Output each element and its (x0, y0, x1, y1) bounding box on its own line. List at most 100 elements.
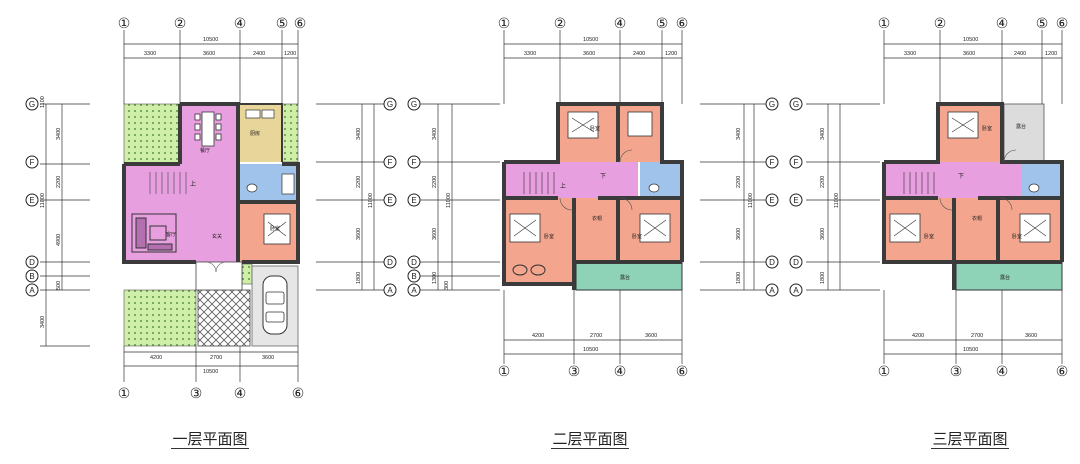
terrace-label: 露台 (1000, 274, 1010, 281)
axis-letter: A (411, 286, 417, 295)
dim-text: 2700 (590, 333, 602, 339)
closet (956, 198, 998, 262)
closet-label: 衣帽 (972, 215, 982, 222)
garden-area (123, 103, 181, 165)
stove-icon (245, 109, 261, 119)
dim-text: 3300 (904, 51, 916, 57)
kitchen-label: 厨房 (250, 130, 260, 137)
living-room-label: 客厅 (166, 231, 176, 238)
dim-text: 500 (56, 281, 62, 290)
stair-label: 下 (600, 173, 606, 180)
axis-number: ⑥ (292, 385, 305, 401)
garden-area (123, 289, 197, 347)
dim-text: 3400 (40, 316, 46, 328)
axis-letters: G F E D B A G F E D A G F E D B A G F E … (29, 100, 799, 295)
dim-text: 1200 (284, 51, 296, 57)
axis-letter: F (30, 158, 35, 167)
toilet-icon (648, 183, 660, 193)
axis-number: ⑤ (276, 15, 289, 31)
dim-text: 2200 (56, 176, 62, 188)
dim-text: 2400 (1014, 51, 1026, 57)
shared-axis-lines (316, 103, 500, 291)
axis-letter: D (769, 258, 775, 267)
floor-2-dimensions (503, 30, 683, 364)
door-icon (559, 149, 633, 211)
axis-number: ① (498, 363, 511, 379)
axis-number: ④ (614, 363, 627, 379)
garden-area (241, 263, 253, 285)
dim-text: 1800 (820, 272, 826, 284)
dim-text: 3300 (144, 51, 156, 57)
stair-label: 下 (958, 173, 964, 180)
paved-entrance (197, 289, 251, 347)
terrace (956, 262, 1062, 290)
bed-icon (567, 111, 599, 139)
dim-text: 11000 (40, 193, 46, 208)
floor-2-dim-text: 10500 3300 3600 2400 1200 4200 2700 3600… (524, 37, 677, 353)
dim-text: 3400 (56, 128, 62, 140)
floor-2-caption: 二层平面图 (552, 432, 628, 448)
axis-number: ③ (190, 385, 203, 401)
axis-number: ③ (568, 363, 581, 379)
dim-text: 11000 (446, 193, 452, 208)
toilet-icon (1028, 183, 1040, 193)
dim-text: 3600 (262, 355, 274, 361)
axis-number: ④ (614, 15, 627, 31)
desk-icon (627, 111, 653, 137)
car-icon (262, 275, 288, 335)
walls (122, 102, 300, 264)
axis-number: ④ (996, 363, 1009, 379)
dim-text: 3600 (432, 228, 438, 240)
axis-letter: D (793, 258, 799, 267)
dim-total: 10500 (583, 37, 598, 43)
axis-number: ④ (234, 385, 247, 401)
axis-letter: G (769, 100, 775, 109)
axis-letter: D (411, 258, 417, 267)
floor-1-plan: 上 客厅 玄关 餐厅 厨房 卧室 (122, 102, 300, 347)
axis-letter: B (29, 272, 34, 281)
dim-text: 2700 (210, 355, 222, 361)
axis-letter: E (769, 196, 774, 205)
floor-3-dim-text: 10500 3300 3600 2400 1200 4200 2700 3600… (904, 37, 1057, 353)
sofa-icon (131, 213, 177, 253)
dim-text: 4200 (150, 355, 162, 361)
axis-letter: F (412, 158, 417, 167)
axis-letter: E (387, 196, 392, 205)
axis-letter: D (387, 258, 393, 267)
axis-number: ⑥ (676, 363, 689, 379)
axis-letter-bubbles (25, 97, 803, 297)
bedroom-label: 卧室 (632, 233, 642, 240)
axis-number: ② (554, 15, 567, 31)
corridor (884, 162, 1022, 198)
dim-text: 1800 (356, 272, 362, 284)
stair-icon (903, 172, 935, 194)
axis-letter: A (387, 286, 393, 295)
closet-label: 衣帽 (592, 215, 602, 222)
axis-number: ⑥ (1056, 363, 1069, 379)
dim-total: 10500 (583, 347, 598, 353)
axis-number: ① (118, 15, 131, 31)
dim-text: 2200 (820, 176, 826, 188)
axis-number: ⑥ (676, 15, 689, 31)
bedroom-label: 卧室 (982, 125, 992, 132)
axis-letter: D (29, 258, 35, 267)
axis-number: ① (498, 15, 511, 31)
axis-number: ① (118, 385, 131, 401)
dim-text: 4200 (912, 333, 924, 339)
axis-letter: G (387, 100, 393, 109)
floor-2-plan: 上 下 卧室 卧室 卧室 衣帽 露台 (502, 102, 684, 291)
door-icon (205, 261, 227, 273)
dim-text: 3400 (356, 128, 362, 140)
axis-letter: E (29, 196, 34, 205)
dim-text: 1200 (665, 51, 677, 57)
floor-1-caption: 一层平面图 (172, 432, 248, 448)
axis-letter: E (411, 196, 416, 205)
axis-number: ⑤ (1036, 15, 1049, 31)
dim-total: 10500 (203, 37, 218, 43)
bedroom-label: 卧室 (544, 233, 554, 240)
sink-icon (261, 109, 275, 119)
corridor (504, 162, 638, 198)
entry-porch (195, 261, 243, 291)
dim-text: 2200 (432, 176, 438, 188)
